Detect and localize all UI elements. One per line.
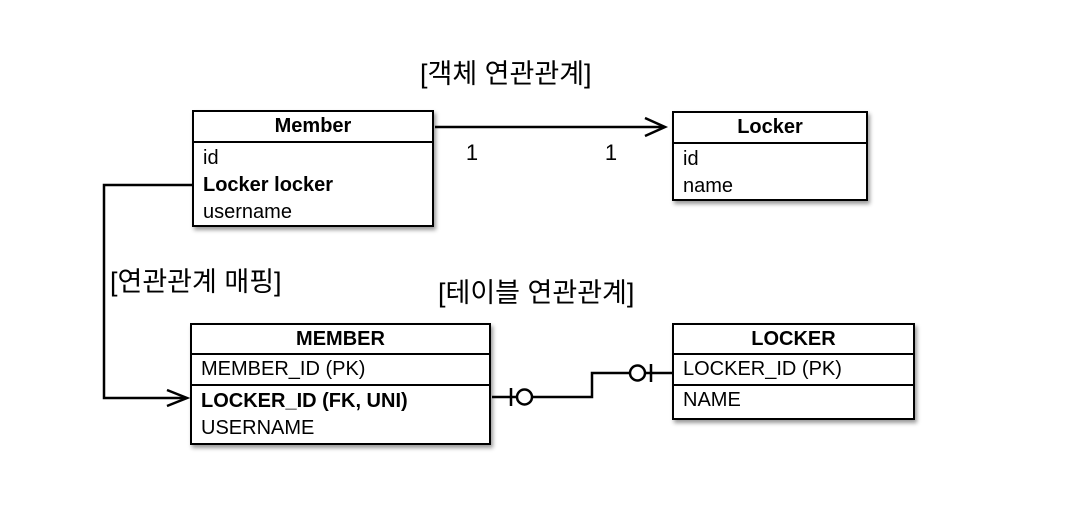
- multiplicity-member-side: 1: [465, 140, 479, 165]
- locker-table-row-pk: LOCKER_ID (PK): [674, 355, 913, 386]
- table-relation-label: [테이블 연관관계]: [438, 278, 635, 308]
- object-association-arrow: [435, 116, 669, 138]
- member-class-fields: id Locker locker username: [194, 143, 432, 226]
- mapping-label: [연관관계 매핑]: [110, 267, 282, 297]
- locker-table-rows: LOCKER_ID (PK) NAME: [674, 355, 913, 415]
- object-relation-label: [객체 연관관계]: [420, 59, 592, 89]
- multiplicity-locker-side: 1: [604, 140, 618, 165]
- locker-table-title: LOCKER: [674, 325, 913, 355]
- member-field-locker: Locker locker: [203, 174, 334, 196]
- locker-table-box: LOCKER LOCKER_ID (PK) NAME: [672, 323, 915, 420]
- member-class-box: Member id Locker locker username: [192, 110, 434, 227]
- member-table-rows: MEMBER_ID (PK) LOCKER_ID (FK, UNI) USERN…: [192, 355, 489, 442]
- mapping-connector-arrow: [102, 183, 192, 408]
- locker-field-id: id: [683, 148, 699, 170]
- locker-class-box: Locker id name: [672, 111, 868, 201]
- member-table-row-fk: LOCKER_ID (FK, UNI): [201, 390, 408, 412]
- member-table-box: MEMBER MEMBER_ID (PK) LOCKER_ID (FK, UNI…: [190, 323, 491, 445]
- member-table-title: MEMBER: [192, 325, 489, 355]
- member-class-title: Member: [194, 112, 432, 143]
- member-field-username: username: [203, 201, 292, 223]
- member-table-row-username: USERNAME: [201, 417, 315, 439]
- locker-class-title: Locker: [674, 113, 866, 144]
- locker-class-fields: id name: [674, 144, 866, 200]
- member-field-id: id: [203, 147, 219, 169]
- locker-field-name: name: [683, 175, 734, 197]
- member-table-row-pk: MEMBER_ID (PK): [192, 355, 489, 386]
- table-one-to-one-connector: [492, 364, 672, 406]
- locker-table-row-name: NAME: [683, 389, 741, 411]
